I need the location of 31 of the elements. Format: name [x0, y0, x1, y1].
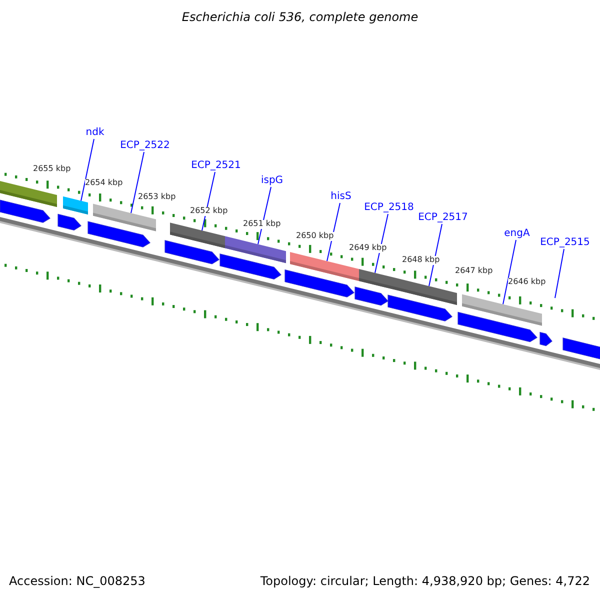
gene-label: ndk	[86, 127, 104, 138]
gene-label: ECP_2517	[418, 212, 468, 223]
scale-label: 2650 kbp	[296, 232, 334, 241]
gene-label: hisS	[330, 191, 352, 202]
scale-label: 2651 kbp	[243, 220, 281, 229]
gene-label: ispG	[260, 175, 284, 186]
scale-label: 2648 kbp	[402, 256, 440, 265]
gene-label: ECP_2515	[540, 237, 590, 248]
gene-label: engA	[504, 228, 530, 239]
footer-note: Accession: NC_008253	[9, 575, 146, 588]
leader-line	[258, 186, 272, 245]
scale-label: 2655 kbp	[33, 165, 71, 174]
leader-line	[554, 248, 564, 298]
gene-bar	[290, 252, 359, 281]
gene-bar	[359, 268, 393, 290]
leader-line	[130, 152, 144, 214]
leader-line	[428, 224, 442, 287]
gene-label: ECP_2518	[364, 202, 414, 213]
footer-note: Topology: circular; Length: 4,938,920 bp; Genes: 4,722	[260, 575, 590, 588]
gene-label: ECP_2522	[120, 140, 170, 151]
leader-line	[80, 138, 94, 202]
gene-bar	[170, 222, 225, 248]
gene-label: ECP_2521	[191, 160, 241, 171]
scale-label: 2654 kbp	[85, 179, 123, 188]
title: Escherichia coli 536, complete genome	[180, 11, 420, 24]
leader-line	[502, 240, 516, 305]
gene-bar	[393, 277, 457, 305]
gene-bar	[462, 294, 542, 326]
gene-bar	[225, 236, 286, 264]
gene-bar	[63, 196, 88, 215]
gene-bar	[93, 204, 156, 232]
